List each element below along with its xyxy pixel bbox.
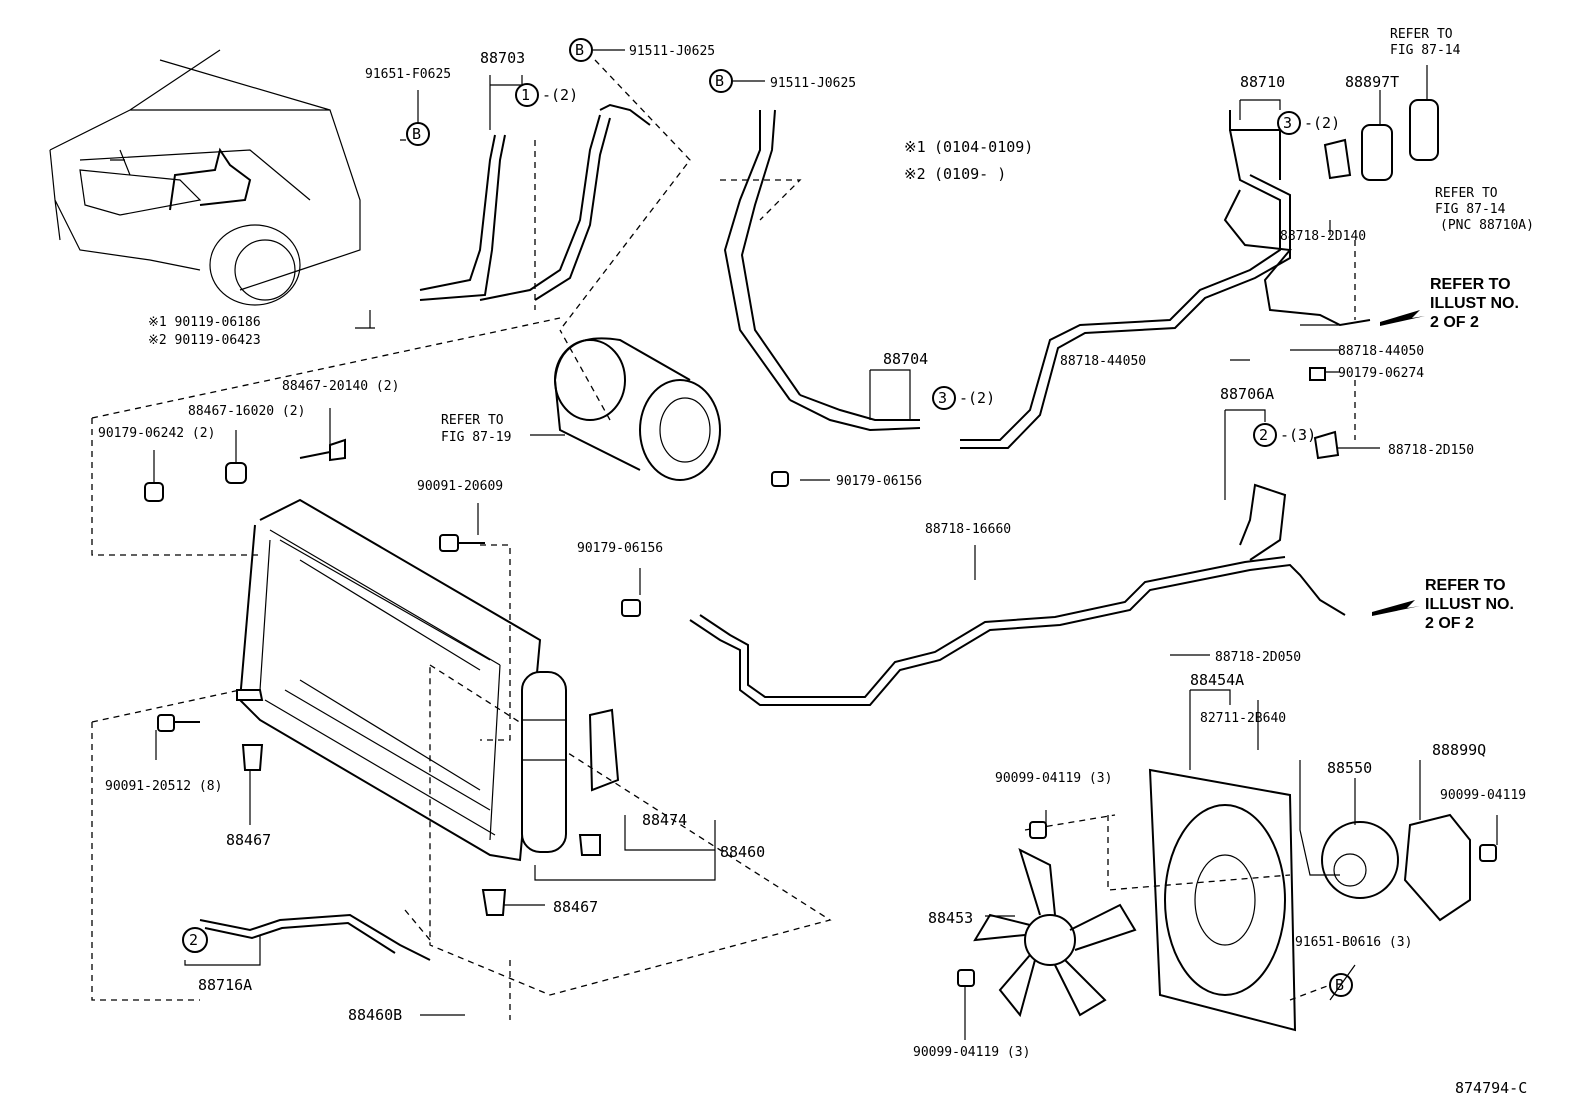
label-90119-06186: ※1 90119-06186	[148, 315, 261, 330]
label-90179-06156-b: 90179-06156	[577, 541, 663, 556]
label-88718-2d140: 88718-2D140	[1280, 229, 1366, 244]
label-88453: 88453	[928, 909, 973, 927]
label-88467-b: 88467	[553, 898, 598, 916]
label-refer-87-19-b: FIG 87-19	[441, 430, 511, 445]
label-88718-2d150: 88718-2D150	[1388, 443, 1474, 458]
label-91651-b0616: 91651-B0616 (3)	[1295, 935, 1412, 950]
label-refer-87-14-r-c: (PNC 88710A)	[1440, 218, 1534, 233]
callout-1: 1	[521, 86, 530, 104]
callout-b-2: B	[715, 72, 724, 90]
label-illust-2-b: ILLUST NO.	[1425, 596, 1514, 613]
compressor	[554, 337, 721, 481]
callout-2-88706a: 2	[1259, 426, 1268, 444]
callout-1-qty: -(2)	[542, 86, 578, 104]
refrigerant-lines	[199, 103, 1371, 961]
label-90179-06156-a: 90179-06156	[836, 474, 922, 489]
label-90099-04119-a: 90099-04119 (3)	[995, 771, 1112, 786]
condenser	[236, 498, 620, 862]
fan-assembly	[973, 768, 1471, 1032]
label-90119-06423: ※2 90119-06423	[148, 333, 261, 348]
label-82711-2b640: 82711-2B640	[1200, 711, 1286, 726]
label-88710: 88710	[1240, 73, 1285, 91]
note-1-mark: ※1	[904, 138, 926, 156]
label-illust-1-c: 2 OF 2	[1430, 314, 1479, 331]
callout-3-88704: 3	[938, 389, 947, 407]
label-88467-16020: 88467-16020 (2)	[188, 404, 305, 419]
label-88899q: 88899Q	[1432, 741, 1486, 759]
label-refer-87-14-r-b: FIG 87-14	[1435, 202, 1506, 217]
label-figure-id: 874794-C	[1455, 1079, 1527, 1097]
label-90099-04119-b: 90099-04119	[1440, 788, 1526, 803]
label-88716a: 88716A	[198, 976, 252, 994]
arrow-illust-2	[1372, 600, 1420, 616]
label-90179-06242: 90179-06242 (2)	[98, 426, 215, 441]
callout-3-88710-qty: -(2)	[1304, 114, 1340, 132]
grouping-dashed-lines	[91, 59, 1356, 1020]
label-90179-06274: 90179-06274	[1338, 366, 1424, 381]
label-illust-2-a: REFER TO	[1425, 577, 1506, 594]
model-notes: ※1 (0104-0109) ※2 (0109- )	[904, 138, 1033, 183]
callout-2-88716a: 2	[189, 931, 198, 949]
note-1-range: (0104-0109)	[934, 138, 1033, 156]
label-88467-20140: 88467-20140 (2)	[282, 379, 399, 394]
label-illust-1-a: REFER TO	[1430, 276, 1511, 293]
callout-3-88710: 3	[1283, 114, 1292, 132]
label-88718-44050-a: 88718-44050	[1060, 354, 1146, 369]
label-88706a: 88706A	[1220, 385, 1274, 403]
label-refer-87-14-top-b: FIG 87-14	[1390, 43, 1461, 58]
arrow-illust-1	[1380, 310, 1425, 326]
receiver-tank	[521, 671, 567, 853]
callout-b-4: B	[1335, 976, 1344, 994]
label-88454a: 88454A	[1190, 671, 1244, 689]
label-refer-87-14-top-a: REFER TO	[1390, 27, 1453, 42]
leader-lines	[153, 49, 1498, 1040]
label-91651-f0625: 91651-F0625	[365, 67, 451, 82]
note-2-range: (0109- )	[934, 165, 1006, 183]
callout-b-3: B	[412, 125, 421, 143]
label-88460: 88460	[720, 843, 765, 861]
callout-2-88706a-qty: -(3)	[1280, 426, 1316, 444]
fasteners	[144, 99, 1497, 987]
note-2-mark: ※2	[904, 165, 926, 183]
label-91511-j0625-a: 91511-J0625	[629, 44, 715, 59]
label-90099-04119-c: 90099-04119 (3)	[913, 1045, 1030, 1060]
label-88467-a: 88467	[226, 831, 271, 849]
label-refer-87-14-r-a: REFER TO	[1435, 186, 1498, 201]
label-illust-2-c: 2 OF 2	[1425, 615, 1474, 632]
label-88550: 88550	[1327, 759, 1372, 777]
label-88897t: 88897T	[1345, 73, 1399, 91]
refer-arrows	[1372, 310, 1425, 616]
vehicle-illustration	[49, 49, 361, 306]
callout-3-88704-qty: -(2)	[959, 389, 995, 407]
label-90091-20609: 90091-20609	[417, 479, 503, 494]
part-labels: 88703 91651-F0625 91511-J0625 91511-J062…	[98, 27, 1534, 1097]
label-refer-87-19-a: REFER TO	[441, 413, 504, 428]
label-88703: 88703	[480, 49, 525, 67]
label-88718-44050-b: 88718-44050	[1338, 344, 1424, 359]
callout-b-1: B	[575, 41, 584, 59]
callout-markers: 1 -(2) 3 -(2) 3 -(2) 2 -(3) 2 B B B B	[182, 38, 1353, 997]
label-91511-j0625-b: 91511-J0625	[770, 76, 856, 91]
label-88718-2d050: 88718-2D050	[1215, 650, 1301, 665]
label-88718-16660: 88718-16660	[925, 522, 1011, 537]
label-88474: 88474	[642, 811, 687, 829]
label-90091-20512: 90091-20512 (8)	[105, 779, 222, 794]
label-illust-1-b: ILLUST NO.	[1430, 295, 1519, 312]
label-88704: 88704	[883, 350, 928, 368]
label-88460b: 88460B	[348, 1006, 402, 1024]
